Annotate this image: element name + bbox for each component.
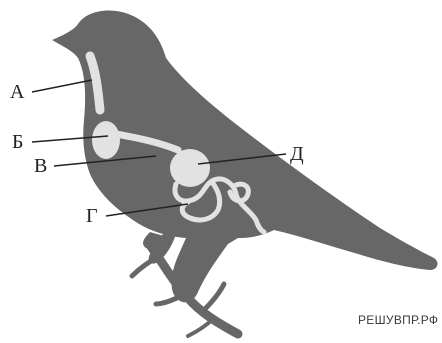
label-v: В bbox=[34, 155, 47, 177]
label-d: Д bbox=[290, 143, 304, 165]
pointer-line-a bbox=[32, 80, 92, 92]
crop bbox=[92, 121, 120, 159]
gizzard bbox=[170, 149, 210, 187]
label-g: Г bbox=[86, 205, 98, 227]
label-a: А bbox=[10, 81, 25, 103]
watermark: РЕШУВПР.РФ bbox=[358, 313, 438, 327]
label-b: Б bbox=[12, 131, 23, 153]
